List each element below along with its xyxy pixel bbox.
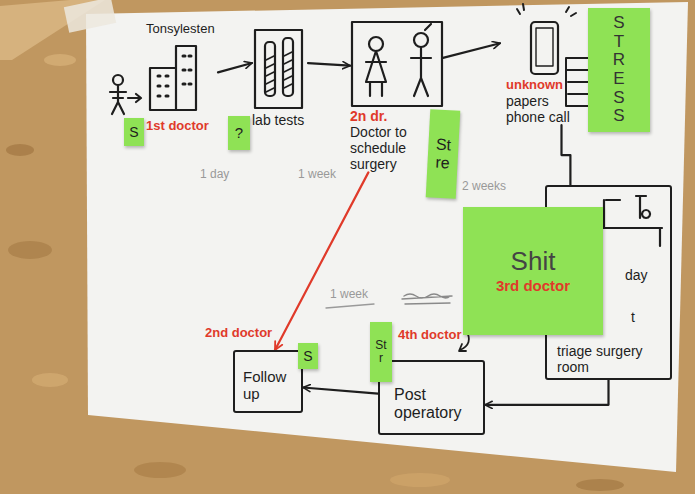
node-text: triage surgery room <box>557 343 667 375</box>
sticky-note-text: ? <box>235 124 243 141</box>
sticky-note-text: Shit <box>511 247 556 277</box>
wood-chip <box>44 54 76 66</box>
phone-screen <box>536 28 553 66</box>
doctor-label: 2nd doctor <box>205 326 272 341</box>
sticky-note-text: S <box>129 124 138 140</box>
duration-note: 2 weeks <box>462 180 506 194</box>
sticky-note: S <box>124 118 144 146</box>
icon-space <box>350 20 442 108</box>
flow-arrow <box>275 172 368 350</box>
wood-chip <box>8 241 52 259</box>
tape-strip <box>64 0 116 33</box>
sticky-note: ? <box>228 116 250 150</box>
building-icon <box>150 46 196 110</box>
papers-stack <box>566 58 588 106</box>
bed-drawing <box>598 196 662 246</box>
flow-arrow <box>303 388 378 394</box>
journey-step: lab tests <box>252 28 308 128</box>
icon-space <box>252 28 308 112</box>
process-box: Follow up <box>233 350 303 413</box>
doctor-figure <box>366 51 386 96</box>
sticky-note-text: 3rd doctor <box>496 277 570 294</box>
node-text: unknown <box>506 78 582 93</box>
flow-arrow <box>442 43 500 58</box>
node-text: 2n dr. <box>350 108 442 124</box>
node-text: lab tests <box>252 112 308 128</box>
node-text: Follow up <box>243 368 295 403</box>
duration-note: 1 day <box>200 168 229 182</box>
underline-mark <box>326 304 374 308</box>
flow-arrow <box>485 380 609 405</box>
tube-hatching <box>266 52 292 92</box>
lab-box-outline <box>255 30 302 108</box>
duration-note: 1 week <box>330 288 368 302</box>
struck-scribble <box>402 294 452 304</box>
sticky-note: Str <box>370 322 392 382</box>
sticky-note: S <box>298 343 318 369</box>
flow-arrow <box>308 63 350 66</box>
node-text: Post operatory <box>394 386 475 423</box>
doctor-figure <box>411 24 431 96</box>
node-text: t <box>631 309 635 325</box>
sticky-note-text: S <box>303 348 312 364</box>
ring-marks <box>517 4 576 16</box>
sticky-note-text: Stre <box>434 136 452 172</box>
person-figure <box>113 75 123 85</box>
sticky-note: Stre <box>426 109 461 198</box>
duration-note: 1 week <box>298 168 336 182</box>
sticky-note: STRESS <box>588 8 650 132</box>
wood-chip <box>6 144 34 156</box>
wood-chip <box>576 479 624 491</box>
paper-sheet <box>86 2 688 472</box>
journey-step: unknownpapers phone call <box>500 16 582 125</box>
wood-chip <box>390 473 450 487</box>
person-figure <box>110 85 126 114</box>
icon-space <box>506 16 582 78</box>
node-text: Tonsylesten <box>146 22 218 37</box>
flow-arrow <box>562 125 571 185</box>
wood-chip <box>134 462 186 478</box>
wood-chip <box>32 373 68 387</box>
node-text: papers phone call <box>506 93 582 125</box>
sticky-note: Shit3rd doctor <box>463 207 603 335</box>
node-text: Doctor to schedule surgery <box>350 124 424 172</box>
node-text: 1st doctor <box>146 119 218 134</box>
doctor-figure <box>369 37 383 51</box>
sticky-note-text: STRESS <box>611 14 628 126</box>
node-text: day <box>625 267 648 283</box>
doctor-box-outline <box>352 22 442 106</box>
process-box: Post operatory <box>378 360 485 435</box>
sticky-note-text: Str <box>375 339 387 365</box>
journey-step: Tonsylesten 1st doctor <box>146 22 218 134</box>
doctor-label: 4th doctor <box>398 328 462 343</box>
phone-icon <box>531 22 558 74</box>
icon-space <box>146 37 218 119</box>
building-windows <box>158 56 191 96</box>
doctor-figure <box>414 33 428 47</box>
sketches <box>110 4 662 351</box>
small-arrow <box>128 94 141 102</box>
flow-arrow <box>218 63 252 72</box>
